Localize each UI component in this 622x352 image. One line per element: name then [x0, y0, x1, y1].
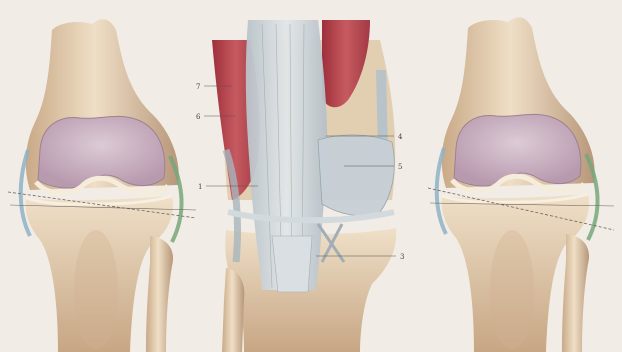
label-6: 6 — [196, 113, 201, 121]
label-7: 7 — [196, 83, 200, 91]
lateral-ligament-sheet — [318, 135, 394, 216]
patellar-ligament — [272, 236, 312, 292]
center-fibula — [222, 268, 244, 352]
label-3: 3 — [400, 253, 404, 261]
label-5: 5 — [398, 163, 402, 171]
right-fibula — [562, 234, 589, 352]
label-4: 4 — [398, 133, 403, 141]
left-fibula — [146, 236, 173, 352]
label-1: 1 — [198, 183, 202, 191]
left-knee — [8, 19, 196, 352]
right-knee — [428, 17, 614, 352]
